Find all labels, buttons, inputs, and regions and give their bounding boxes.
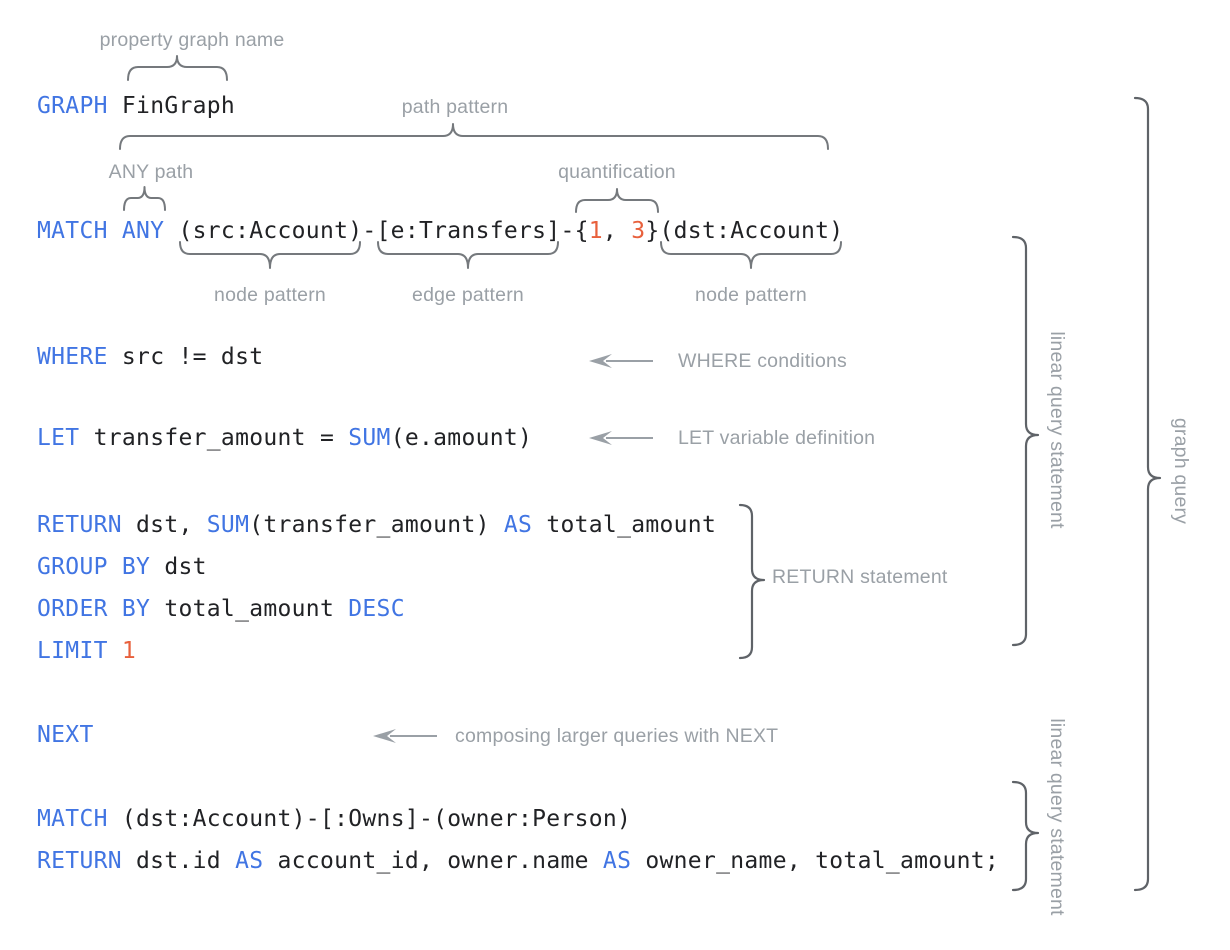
code-line-return-2: RETURN dst.id AS account_id, owner.name … xyxy=(37,848,1000,874)
label-node-pattern-1: node pattern xyxy=(214,284,326,306)
arrow-composing-next xyxy=(373,729,437,743)
label-return-statement: RETURN statement xyxy=(772,566,948,588)
code-line-where: WHERE src != dst xyxy=(37,344,264,370)
arrow-let-variable xyxy=(589,431,653,445)
brace-edge-pattern xyxy=(377,241,559,269)
code-line-graph: GRAPH FinGraph xyxy=(37,93,236,119)
code-line-limit: LIMIT 1 xyxy=(37,638,137,664)
code-line-match-1: MATCH ANY (src:Account)-[e:Transfers]-{1… xyxy=(37,218,844,244)
code-line-order-by: ORDER BY total_amount DESC xyxy=(37,596,405,622)
brace-return-statement xyxy=(738,503,766,660)
label-composing-next: composing larger queries with NEXT xyxy=(455,725,779,747)
label-let-variable-definition: LET variable definition xyxy=(678,427,876,449)
label-linear-query-statement-bottom: linear query statement xyxy=(1046,718,1068,916)
code-line-next: NEXT xyxy=(37,722,94,748)
brace-quantification xyxy=(575,188,659,213)
brace-property-graph-name xyxy=(127,55,228,81)
code-line-match-2: MATCH (dst:Account)-[:Owns]-(owner:Perso… xyxy=(37,806,632,832)
label-edge-pattern: edge pattern xyxy=(412,284,524,306)
label-where-conditions: WHERE conditions xyxy=(678,350,848,372)
brace-node-pattern-2 xyxy=(660,241,842,269)
label-property-graph-name: property graph name xyxy=(99,29,285,51)
arrow-where-conditions xyxy=(589,354,653,368)
label-path-pattern: path pattern xyxy=(401,96,509,118)
label-quantification: quantification xyxy=(558,161,676,183)
brace-linear-query-top xyxy=(1011,235,1040,647)
brace-path-pattern xyxy=(119,123,829,150)
label-linear-query-statement-top: linear query statement xyxy=(1046,331,1068,529)
code-line-group-by: GROUP BY dst xyxy=(37,554,207,580)
label-graph-query: graph query xyxy=(1170,417,1192,525)
brace-linear-query-bottom xyxy=(1011,780,1040,892)
label-node-pattern-2: node pattern xyxy=(695,284,807,306)
code-line-return-1: RETURN dst, SUM(transfer_amount) AS tota… xyxy=(37,512,717,538)
brace-graph-query xyxy=(1133,96,1162,892)
brace-any-path xyxy=(123,186,166,211)
code-line-let: LET transfer_amount = SUM(e.amount) xyxy=(37,425,533,451)
brace-node-pattern-1 xyxy=(179,241,361,269)
label-any-path: ANY path xyxy=(108,161,194,183)
